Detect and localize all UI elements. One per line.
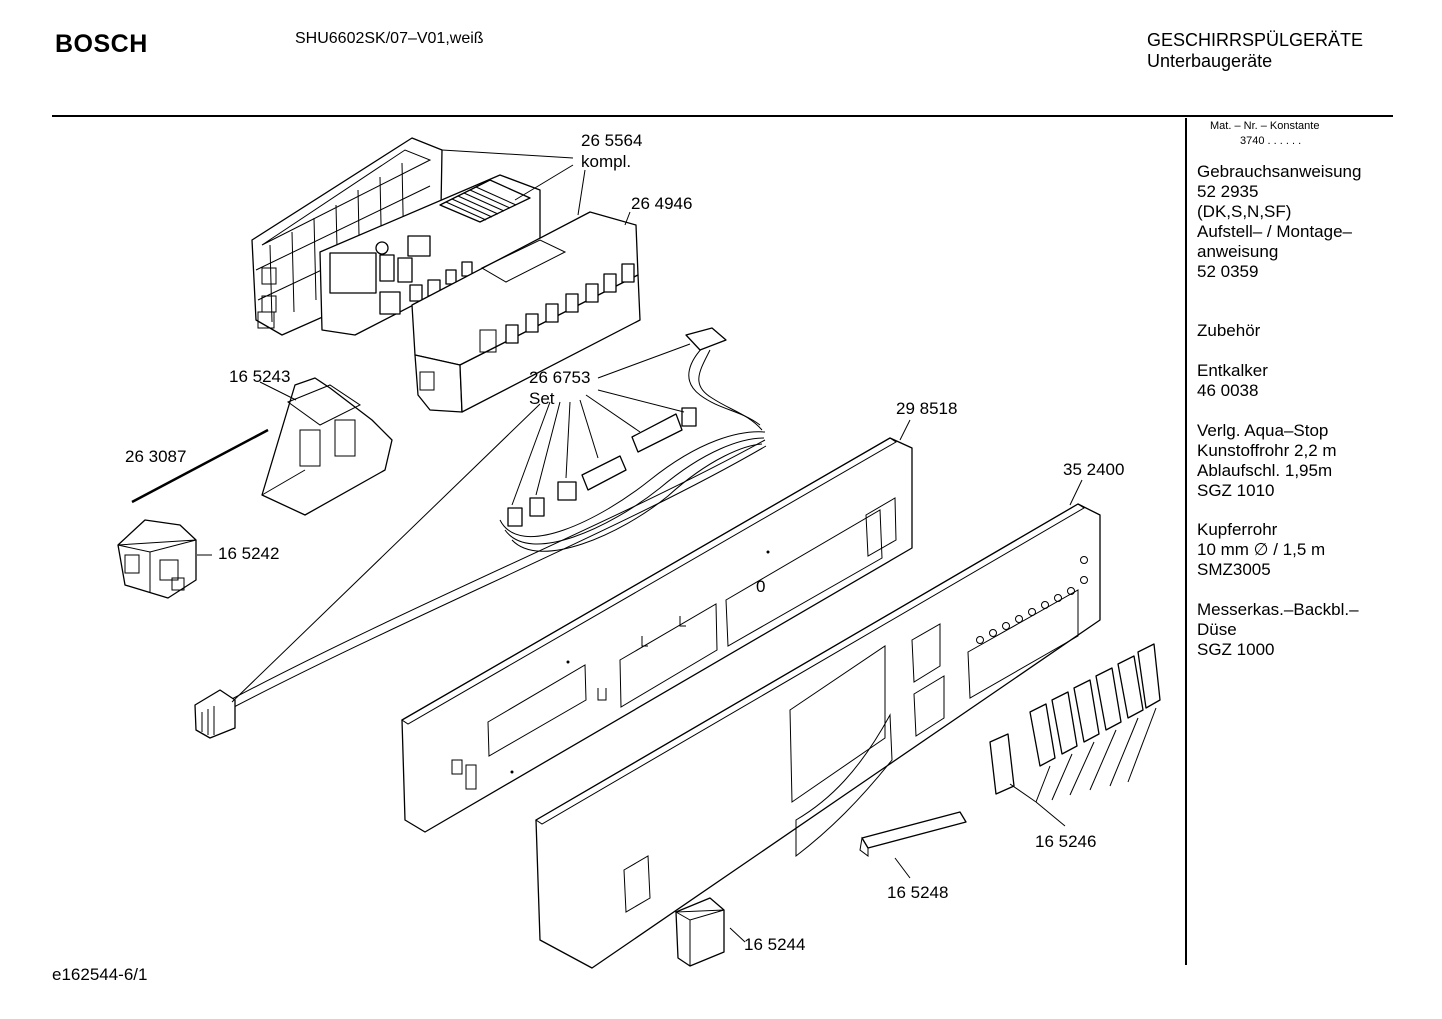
- door-switch: [117, 519, 197, 599]
- sidebar-line: SGZ 1000: [1197, 640, 1275, 659]
- sidebar-line: 52 2935: [1197, 182, 1259, 201]
- label-16-5248: 16 5248: [887, 883, 948, 902]
- inner-panel-frame: [401, 437, 913, 833]
- small-cover: [674, 897, 725, 967]
- category-subtitle: Unterbaugeräte: [1147, 51, 1273, 71]
- brand-logo: BOSCH: [55, 30, 148, 58]
- rod: [131, 428, 269, 504]
- sidebar-line: Verlg. Aqua–Stop: [1197, 421, 1329, 440]
- wire-harness-set: [194, 327, 767, 739]
- sidebar-line: Düse: [1197, 620, 1237, 639]
- leader-lines: [197, 149, 1157, 943]
- sidebar-line: Kunstoffrohr 2,2 m: [1197, 441, 1337, 460]
- label-26-6753: 26 6753: [529, 368, 590, 387]
- label-26-5564: 26 5564: [581, 131, 642, 150]
- sidebar-line: Zubehör: [1197, 321, 1261, 340]
- document-code: e162544-6/1: [52, 965, 148, 984]
- label-35-2400: 35 2400: [1063, 460, 1124, 479]
- sidebar-line: 46 0038: [1197, 381, 1259, 400]
- sidebar-line: 52 0359: [1197, 262, 1259, 281]
- sidebar-line: 10 mm ∅ / 1,5 m: [1197, 540, 1326, 559]
- sidebar-line: SGZ 1010: [1197, 481, 1275, 500]
- label-16-5243: 16 5243: [229, 367, 290, 386]
- model-number: SHU6602SK/07–V01,weiß: [295, 30, 484, 47]
- label-16-5242: 16 5242: [218, 544, 279, 563]
- sidebar-line: Aufstell– / Montage–: [1197, 222, 1352, 241]
- door-lock: [261, 377, 393, 516]
- label-26-5564-note: kompl.: [581, 152, 631, 171]
- push-buttons: [989, 643, 1161, 795]
- sidebar-line: anweisung: [1197, 242, 1279, 261]
- mat-nr-value: 3740 . . . . . .: [1240, 135, 1302, 147]
- mat-nr-header: Mat. – Nr. – Konstante: [1210, 120, 1320, 132]
- sidebar-line: Ablaufschl. 1,95m: [1197, 461, 1333, 480]
- sidebar-line: Gebrauchsanweisung: [1197, 162, 1362, 181]
- label-16-5246: 16 5246: [1035, 832, 1096, 851]
- label-26-3087: 26 3087: [125, 447, 186, 466]
- label-26-4946: 26 4946: [631, 194, 692, 213]
- handle-strip: [861, 811, 967, 849]
- sidebar-line: Kupferrohr: [1197, 520, 1278, 539]
- sidebar-line: Messerkas.–Backbl.–: [1197, 600, 1359, 619]
- control-panel-cover: [535, 503, 1101, 969]
- label-29-8518: 29 8518: [896, 399, 957, 418]
- control-fascia-module: [411, 211, 641, 413]
- sidebar-line: SMZ3005: [1197, 560, 1271, 579]
- label-16-5244: 16 5244: [744, 935, 805, 954]
- label-26-6753-note: Set: [529, 389, 555, 408]
- category-title: GESCHIRRSPÜLGERÄTE: [1147, 30, 1364, 50]
- sidebar-line: Entkalker: [1197, 361, 1268, 380]
- sidebar-line: (DK,S,N,SF): [1197, 202, 1292, 221]
- panel-mark: 0: [756, 577, 765, 596]
- circuit-board: [319, 174, 541, 336]
